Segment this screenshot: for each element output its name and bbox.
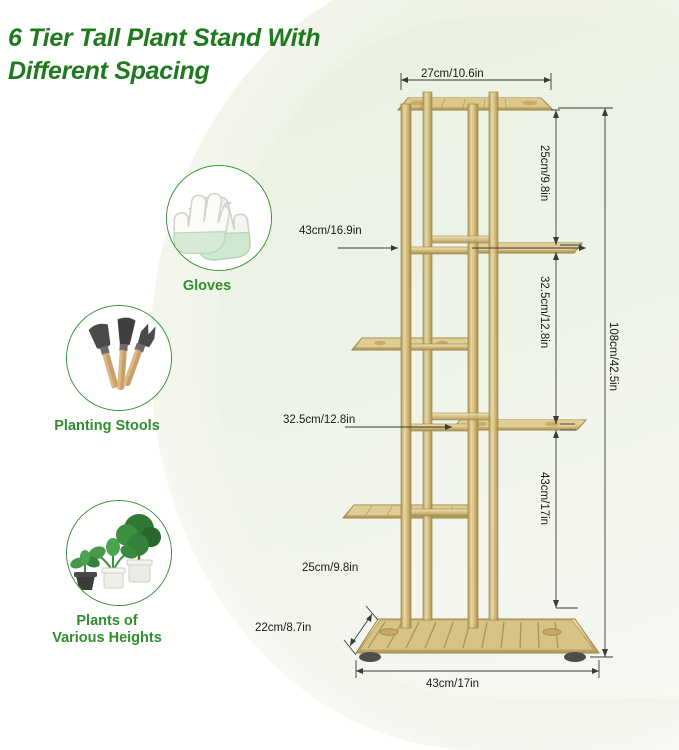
feature-caption-plants-line1: Plants of xyxy=(76,613,138,629)
dim-shelf-depth-upper: 43cm/16.9in xyxy=(299,225,362,237)
title-line-1: 6 Tier Tall Plant Stand With xyxy=(8,24,321,52)
dim-gap-third: 43cm/17in xyxy=(538,472,550,526)
plants-bubble xyxy=(65,500,172,606)
garden-trowel-icon xyxy=(66,306,171,410)
feature-gloves: Gloves xyxy=(155,165,282,295)
dim-total-height: 108cm/42.5in xyxy=(607,322,619,392)
stand-shelf-4 xyxy=(450,419,588,431)
dim-gap-second: 32.5cm/12.8in xyxy=(538,276,550,349)
feature-caption-tools: Planting Stools xyxy=(54,418,160,434)
feature-caption-gloves: Gloves xyxy=(182,278,232,294)
feature-plants: Plants of Various Heights xyxy=(52,500,182,646)
dim-gap-bottom: 25cm/9.8in xyxy=(302,562,359,574)
background-blob-secondary xyxy=(215,18,679,698)
tools-bubble xyxy=(65,305,172,411)
page-title: 6 Tier Tall Plant Stand With Different S… xyxy=(8,22,408,88)
stand-base xyxy=(355,618,600,662)
dim-base-depth: 22cm/8.7in xyxy=(255,622,312,634)
dim-base-width: 43cm/17in xyxy=(426,678,480,690)
title-line-2: Different Spacing xyxy=(8,57,210,85)
gloves-icon xyxy=(166,166,271,270)
plant-stand-diagram xyxy=(338,73,613,678)
product-infographic: 6 Tier Tall Plant Stand With Different S… xyxy=(8,0,679,750)
dim-shelf-depth-mid: 32.5cm/12.8in xyxy=(283,414,356,426)
dimension-lines xyxy=(338,73,613,678)
stand-top-shelf xyxy=(396,97,555,111)
dim-gap-top: 25cm/9.8in xyxy=(538,145,550,202)
feature-caption-plants-line2: Various Heights xyxy=(52,629,162,646)
gloves-bubble xyxy=(165,165,272,271)
feature-planting-stools: Planting Stools xyxy=(54,305,182,435)
potted-plants-icon xyxy=(66,501,171,605)
stand-posts xyxy=(400,91,499,629)
dim-top-shelf-width: 27cm/10.6in xyxy=(421,68,484,80)
feature-caption-plants: Plants of Various Heights xyxy=(32,613,182,646)
